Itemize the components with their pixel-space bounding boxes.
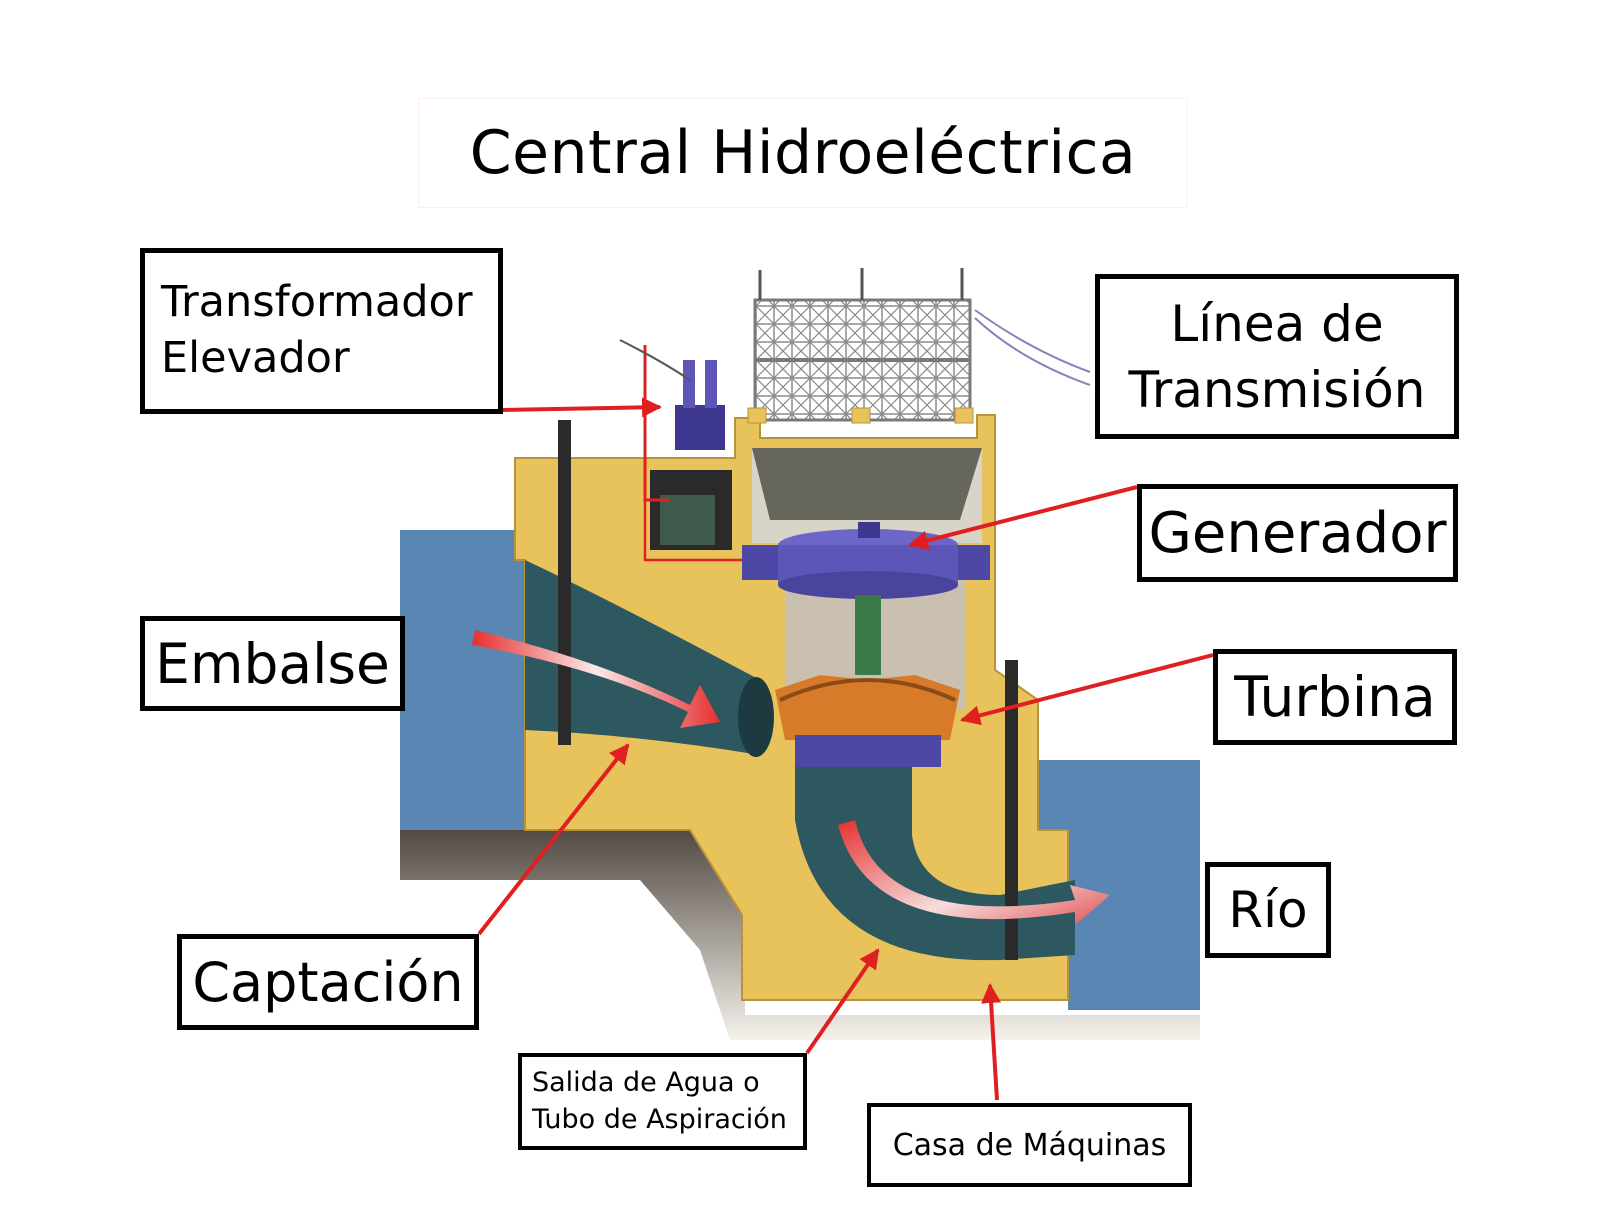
turbine-shaft <box>855 595 881 675</box>
label-captacion-text: Captación <box>192 950 464 1014</box>
label-linea-text: Línea de Transmisión <box>1128 294 1426 419</box>
label-rio: Río <box>1205 862 1331 958</box>
outflow-arrow <box>838 820 1110 925</box>
label-casa-text: Casa de Máquinas <box>892 1127 1167 1163</box>
pointer-turbina <box>960 653 1214 726</box>
label-linea-transmision: Línea de Transmisión <box>1095 274 1459 439</box>
label-turbina-text: Turbina <box>1234 665 1436 729</box>
turbine-runner <box>775 675 960 767</box>
label-casa-maquinas: Casa de Máquinas <box>867 1103 1192 1187</box>
pointer-transformador <box>502 397 662 418</box>
label-turbina: Turbina <box>1213 649 1457 745</box>
label-captacion: Captación <box>177 934 479 1030</box>
pointer-casa <box>981 983 1002 1101</box>
label-transformador: Transformador Elevador <box>140 248 503 414</box>
label-salida-agua: Salida de Agua o Tubo de Aspiración <box>518 1053 807 1150</box>
pointer-generador <box>908 485 1138 551</box>
ground-layer <box>400 820 1200 1040</box>
pointer-salida <box>805 948 880 1055</box>
label-embalse: Embalse <box>140 616 405 711</box>
transmission-towers <box>619 268 1091 424</box>
label-generador-text: Generador <box>1148 500 1447 566</box>
reservoir-water <box>400 530 525 830</box>
pointer-captacion <box>477 743 630 936</box>
intake-gate <box>558 420 571 745</box>
label-rio-text: Río <box>1228 881 1308 939</box>
label-embalse-text: Embalse <box>155 631 390 696</box>
diagram-title: Central Hidroeléctrica <box>418 98 1188 208</box>
label-transformador-text: Transformador Elevador <box>161 277 473 383</box>
inflow-arrow <box>472 630 720 728</box>
label-salida-text: Salida de Agua o Tubo de Aspiración <box>532 1067 787 1135</box>
outlet-gate <box>1005 660 1018 960</box>
label-generador: Generador <box>1137 484 1458 582</box>
river-water <box>1068 760 1200 1010</box>
transformer-unit <box>643 345 742 562</box>
label-pointers <box>477 397 1214 1101</box>
